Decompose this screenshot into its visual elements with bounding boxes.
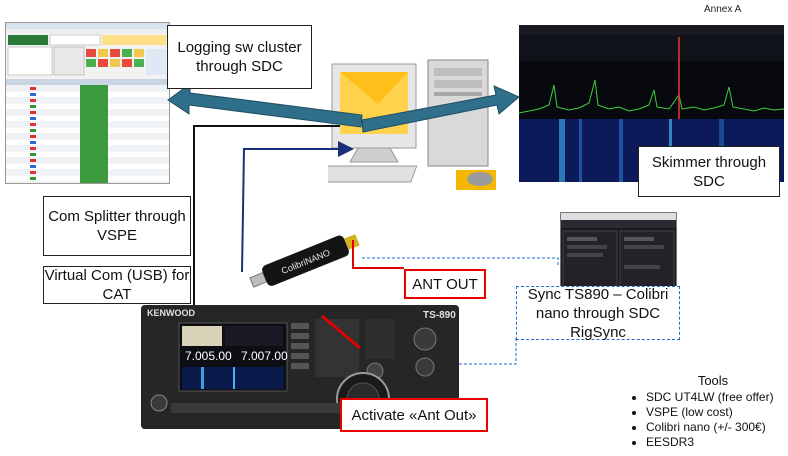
radio-freq-a: 7.005.00 bbox=[185, 349, 232, 363]
activate-ant-out-label: Activate «Ant Out» bbox=[340, 398, 488, 432]
virtual-com-label: Virtual Com (USB) for CAT bbox=[43, 266, 191, 304]
log-row-flag bbox=[30, 177, 36, 180]
radio-brand: KENWOOD bbox=[147, 308, 195, 318]
sync-dashed-line-radio bbox=[459, 336, 517, 365]
logging-label: Logging sw cluster through SDC bbox=[167, 25, 312, 89]
sync-dashed-line bbox=[362, 257, 559, 266]
tool-item: Colibri nano (+/- 300€) bbox=[646, 420, 784, 435]
skimmer-label: Skimmer through SDC bbox=[638, 146, 780, 197]
log-row-flag bbox=[30, 117, 36, 120]
log-row-flag bbox=[30, 105, 36, 108]
ant-connector-line bbox=[321, 314, 361, 350]
dongle-image: ColibriNANO bbox=[249, 234, 360, 288]
tools-list: Tools SDC UT4LW (free offer) VSPE (low c… bbox=[632, 373, 784, 450]
tool-item: VSPE (low cost) bbox=[646, 405, 784, 420]
com-splitter-label: Com Splitter through VSPE bbox=[43, 196, 191, 256]
radio-model: TS-890 bbox=[423, 310, 456, 321]
log-row-flag bbox=[30, 147, 36, 150]
colibri-nano-dongle: ColibriNANO bbox=[237, 225, 367, 295]
annex-label: Annex A bbox=[704, 4, 742, 15]
eesdr-screenshot bbox=[560, 212, 677, 292]
com-splitter-line bbox=[193, 125, 340, 305]
arrow-to-logging bbox=[167, 83, 363, 128]
logging-software-image bbox=[6, 23, 169, 183]
eesdr-image bbox=[561, 213, 676, 288]
log-row-flag bbox=[30, 159, 36, 162]
tool-item: SDC UT4LW (free offer) bbox=[646, 390, 784, 405]
log-row-flag bbox=[30, 135, 36, 138]
ant-out-label: ANT OUT bbox=[404, 269, 486, 299]
log-row-flag bbox=[30, 141, 36, 144]
log-row-flag bbox=[30, 93, 36, 96]
ant-out-line bbox=[352, 240, 404, 269]
radio-freq-b: 7.007.00 bbox=[241, 349, 288, 363]
sync-label: Sync TS890 – Colibri nano through SDC Ri… bbox=[516, 286, 680, 341]
log-row-flag bbox=[30, 99, 36, 102]
log-row-flag bbox=[30, 123, 36, 126]
usb-cat-line bbox=[241, 141, 354, 273]
tools-title: Tools bbox=[697, 373, 729, 388]
logging-software-screenshot bbox=[5, 22, 170, 184]
log-row-flag bbox=[30, 153, 36, 156]
arrow-to-skimmer bbox=[361, 85, 520, 133]
log-row-flag bbox=[30, 87, 36, 90]
log-row-flag bbox=[30, 171, 36, 174]
log-row-flag bbox=[30, 111, 36, 114]
log-row-flag bbox=[30, 129, 36, 132]
log-row-flag bbox=[30, 165, 36, 168]
radio-image: KENWOOD TS-890 7.005.00 7.007.00 bbox=[141, 305, 459, 429]
tool-item: EESDR3 bbox=[646, 435, 784, 450]
